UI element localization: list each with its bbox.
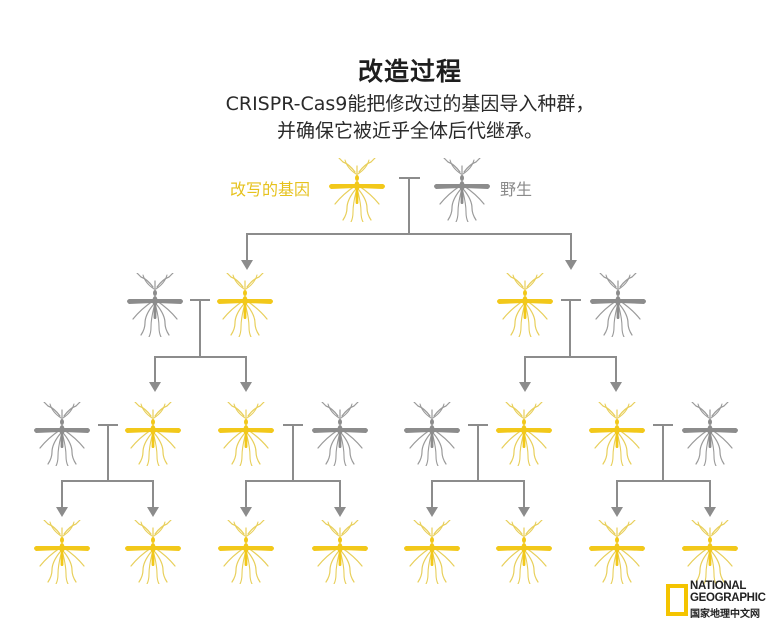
legend-modified-label: 改写的基因 [230,180,311,199]
modified-mosquito-icon [589,520,645,584]
arrow-down-icon [704,507,716,517]
subtitle-line-2: 并确保它被近乎全体后代继承。 [276,120,543,142]
wild-mosquito-icon [404,402,460,466]
mosquito-population [34,158,738,584]
modified-mosquito-icon [404,520,460,584]
arrow-down-icon [241,260,253,270]
modified-mosquito-icon [496,520,552,584]
national-geographic-logo: NATIONAL GEOGRAPHIC 国家地理中文网 [666,580,766,620]
wild-mosquito-icon [312,402,368,466]
wild-mosquito-icon [434,158,490,222]
wild-mosquito-icon [682,402,738,466]
yellow-frame-icon [666,584,688,616]
modified-mosquito-icon [497,273,553,337]
arrow-down-icon [56,507,68,517]
arrow-down-icon [611,507,623,517]
modified-mosquito-icon [329,158,385,222]
arrow-down-icon [149,382,161,392]
arrow-down-icon [426,507,438,517]
modified-mosquito-icon [217,273,273,337]
modified-mosquito-icon [34,520,90,584]
legend-wild-label: 野生 [500,180,533,199]
modified-mosquito-icon [218,402,274,466]
arrow-down-icon [519,382,531,392]
modified-mosquito-icon [589,402,645,466]
diagram-title: 改造过程 [357,57,462,86]
arrow-down-icon [240,382,252,392]
cross-connectors [56,177,716,517]
modified-mosquito-icon [496,402,552,466]
arrow-down-icon [334,507,346,517]
arrow-down-icon [518,507,530,517]
modified-mosquito-icon [682,520,738,584]
logo-wordmark: NATIONAL GEOGRAPHIC [690,580,766,604]
wild-mosquito-icon [34,402,90,466]
modified-mosquito-icon [125,402,181,466]
subtitle-line-1: CRISPR-Cas9能把修改过的基因导入种群， [225,93,595,115]
arrow-down-icon [240,507,252,517]
modified-mosquito-icon [218,520,274,584]
wild-mosquito-icon [590,273,646,337]
logo-line-1: NATIONAL [690,580,747,592]
modified-mosquito-icon [312,520,368,584]
modified-mosquito-icon [125,520,181,584]
arrow-down-icon [565,260,577,270]
arrow-down-icon [610,382,622,392]
arrow-down-icon [147,507,159,517]
logo-line-2: GEOGRAPHIC [690,592,766,604]
wild-mosquito-icon [127,273,183,337]
logo-chinese: 国家地理中文网 [690,609,760,620]
